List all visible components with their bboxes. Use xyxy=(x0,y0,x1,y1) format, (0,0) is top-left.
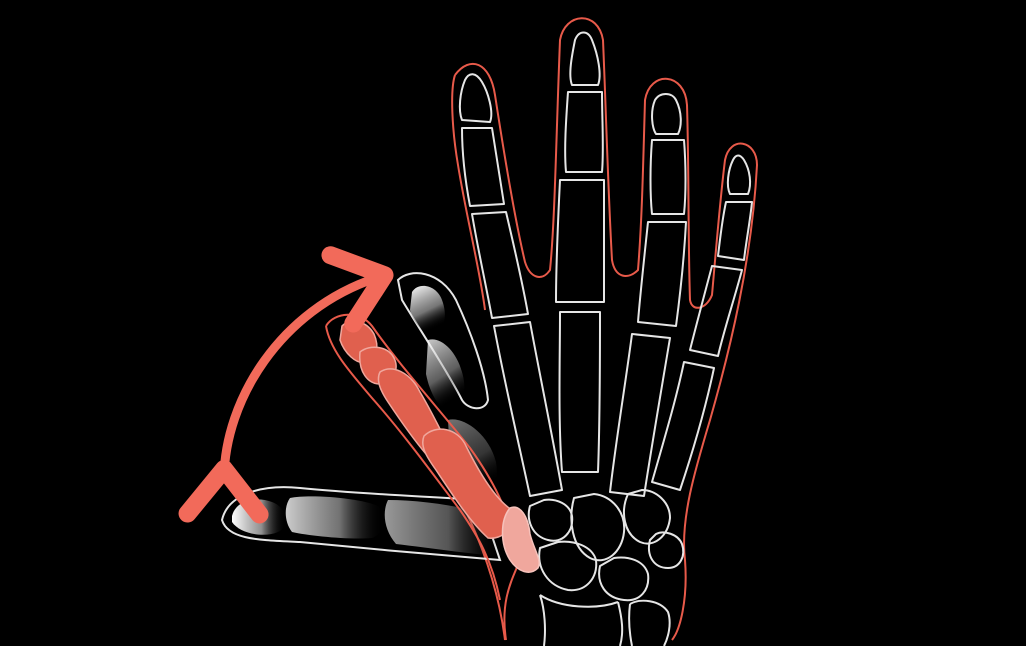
index-distal-phalanx xyxy=(460,74,491,122)
carpal-lunate xyxy=(599,558,648,601)
little-distal-phalanx xyxy=(728,156,750,195)
radius-bone xyxy=(540,595,622,646)
carpal-scaphoid xyxy=(539,542,596,591)
ring-metacarpal xyxy=(610,334,670,496)
thumb-trapezium xyxy=(503,507,540,572)
middle-middle-phalanx xyxy=(565,92,603,172)
ulna-bone xyxy=(629,601,669,646)
little-metacarpal xyxy=(652,362,714,490)
ring-distal-phalanx xyxy=(652,94,681,134)
carpal-hamate xyxy=(624,490,670,544)
middle-metacarpal xyxy=(560,312,601,472)
carpal-trapezoid xyxy=(529,500,572,541)
carpal-triquetrum xyxy=(649,532,683,568)
index-proximal-phalanx xyxy=(472,212,528,318)
double-headed-curved-arrow-icon xyxy=(224,278,376,478)
middle-distal-phalanx xyxy=(570,33,599,86)
ring-middle-phalanx xyxy=(651,140,686,214)
index-metacarpal xyxy=(494,322,562,496)
index-middle-phalanx xyxy=(462,128,504,206)
ring-proximal-phalanx xyxy=(638,222,686,326)
carpal-capitate xyxy=(571,494,624,560)
middle-proximal-phalanx xyxy=(556,180,604,302)
little-proximal-phalanx xyxy=(690,266,742,356)
